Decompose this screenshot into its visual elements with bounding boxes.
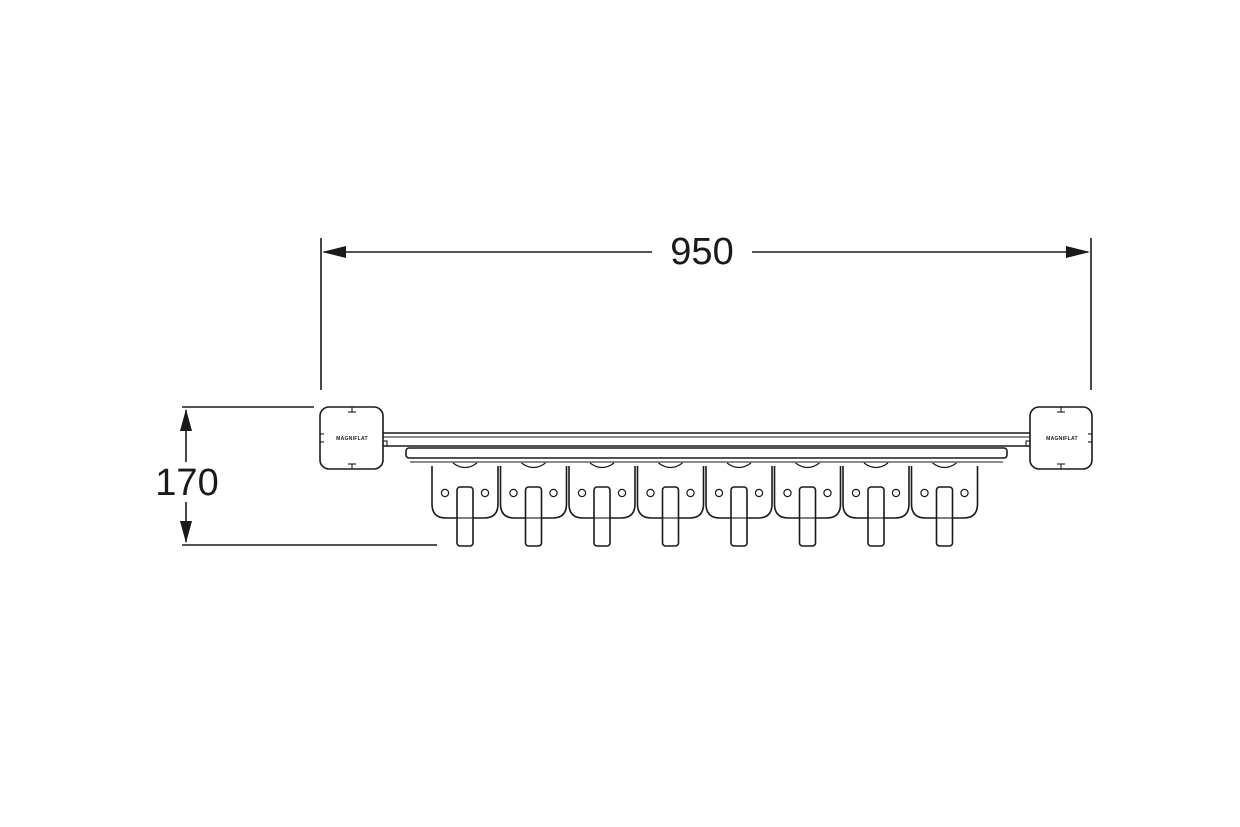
screw-hole-icon xyxy=(617,488,627,498)
height-label: 170 xyxy=(155,462,218,504)
arrowhead-right-icon xyxy=(1066,246,1090,258)
width-label: 950 xyxy=(670,231,733,273)
width-dimension: 950 xyxy=(320,231,1092,390)
screw-hole-icon xyxy=(851,488,861,498)
hook-peg xyxy=(867,486,885,547)
hook xyxy=(431,462,499,547)
hook-peg xyxy=(730,486,748,547)
arrowhead-left-icon xyxy=(322,246,346,258)
hooks-group xyxy=(431,462,979,547)
screw-hole-icon xyxy=(577,488,587,498)
height-dimension: 170 xyxy=(155,406,437,546)
hook-peg xyxy=(661,486,680,547)
screw-hole-icon xyxy=(686,488,695,498)
end-cap-right: MAGNIFLAT xyxy=(1029,406,1093,470)
screw-hole-icon xyxy=(549,488,558,498)
rail xyxy=(382,432,1031,463)
hook xyxy=(842,462,910,547)
hook-peg xyxy=(935,486,954,547)
arrowhead-up-icon xyxy=(180,409,192,431)
screw-hole-icon xyxy=(823,488,832,498)
screw-hole-icon xyxy=(646,488,655,498)
screw-hole-icon xyxy=(509,488,518,498)
screw-hole-icon xyxy=(891,488,901,498)
brand-logo-right: MAGNIFLAT xyxy=(1046,436,1078,442)
hook-peg xyxy=(524,486,543,547)
end-cap-left: MAGNIFLAT xyxy=(319,406,384,470)
hook-carrier-bar xyxy=(405,447,1008,459)
hook xyxy=(568,462,636,547)
hook xyxy=(499,462,568,547)
hook xyxy=(636,462,705,547)
screw-hole-icon xyxy=(754,488,764,498)
arrowhead-down-icon xyxy=(180,521,192,543)
hook xyxy=(705,462,773,547)
hook xyxy=(910,462,979,547)
screw-hole-icon xyxy=(960,488,969,498)
hook-peg xyxy=(456,486,474,547)
hook-peg xyxy=(798,486,817,547)
hook xyxy=(773,462,842,547)
screw-hole-icon xyxy=(783,488,792,498)
screw-hole-icon xyxy=(440,488,450,498)
brand-logo-left: MAGNIFLAT xyxy=(336,436,368,442)
hook-peg xyxy=(593,486,611,547)
screw-hole-icon xyxy=(920,488,929,498)
screw-hole-icon xyxy=(480,488,490,498)
screw-hole-icon xyxy=(714,488,724,498)
